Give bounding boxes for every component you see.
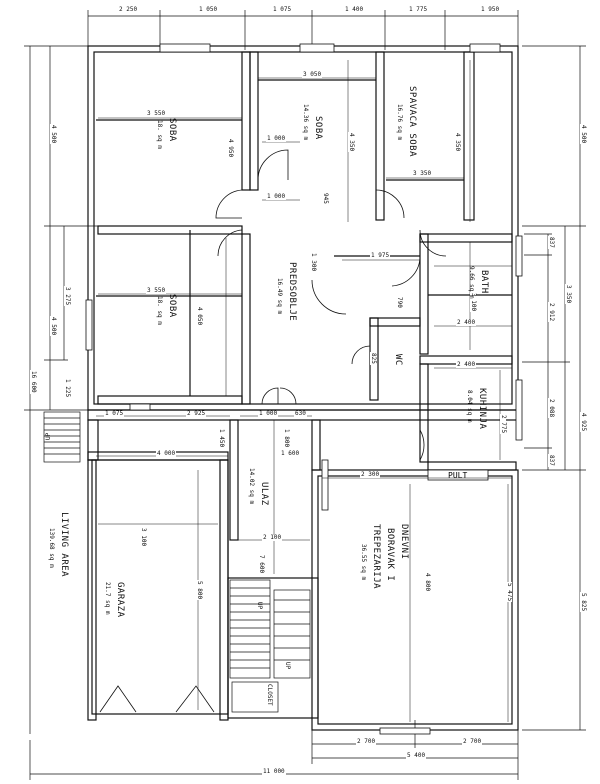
room-wc-name: WC [393,354,403,366]
dim-top-6: 1 950 [480,6,501,13]
dim-right-8: 837 [548,454,555,467]
room-predsoblje-name: PREDSOBLJE [287,262,297,322]
dim-top-4: 1 400 [344,6,365,13]
dim-right-3: 2 912 [548,302,555,323]
dim-left-4: 1 225 [64,378,71,399]
dim-gar-w: 3 100 [140,527,147,548]
room-soba-3-name: SOBA [167,294,177,318]
room-bath-name: BATH [479,270,489,294]
room-soba-1-name: SOBA [167,118,177,142]
dim-ulaz-a: 1 450 [218,428,225,449]
dim-soba3-w: 3 550 [146,287,167,294]
dim-soba2-w2: 1 000 [266,193,287,200]
dim-right-4: 3 350 [565,284,572,305]
dim-pred-a: 1 300 [310,252,317,273]
dim-soba2-h: 4 350 [348,132,355,153]
dim-corr-c: 1 000 [258,410,279,417]
dim-dn-h: 4 800 [424,572,431,593]
doors [99,149,447,713]
dim-right-6: 2 775 [500,414,507,435]
room-dnevni-area: 36.55 sq m [360,544,367,581]
room-kuhinja-area: 8.04 sq m [466,390,473,423]
dim-top-2: 1 050 [198,6,219,13]
dim-kuh-w: 2 400 [456,361,477,368]
dim-soba1-h: 4 950 [227,138,234,159]
room-soba-2-name: SOBA [313,116,323,140]
dim-ulaz-b: 1 800 [283,428,290,449]
dim-ulaz-c: 1 600 [280,450,301,457]
dim-bottom-4: 11 000 [262,768,286,775]
dim-right-7: 4 925 [580,412,587,433]
dim-top-1: 2 250 [118,6,139,13]
stair-up-label-3: UP [284,662,291,670]
dim-ulaz-w: 2 100 [262,534,283,541]
room-spavaca-area: 16.76 sq m [396,104,403,141]
dim-corr-d: 630 [294,410,307,417]
dim-top-3: 1 075 [272,6,293,13]
dim-right-9: 5 825 [580,592,587,613]
dim-wc-w: 825 [370,352,377,365]
dim-pred-b: 1 975 [370,252,391,259]
dim-dn-w: 2 300 [360,471,381,478]
room-dnevni-line1: DNEVNI [399,524,409,560]
pult-label: PULT [448,471,468,480]
dim-left-2: 3 275 [64,286,71,307]
dim-soba2-s: 945 [322,192,329,205]
living-area-name: LIVING AREA [59,512,69,578]
dim-right-5: 2 088 [548,398,555,419]
dim-left-1: 4 500 [50,124,57,145]
windows [85,43,523,735]
dim-top-5: 1 775 [408,6,429,13]
interior-dimension-lines [96,60,512,722]
room-ulaz-name: ULAZ [259,482,269,506]
dim-right-1: 4 500 [580,124,587,145]
dim-bottom-2: 2 700 [462,738,483,745]
dim-soba2-w1: 1 000 [266,135,287,142]
room-dnevni-line3: TREPEZARIJA [371,524,381,590]
dim-spavaca-w: 4 350 [454,132,461,153]
room-soba-3-area: 18. sq m [156,296,163,325]
room-garaza-area: 21.7 sq m [104,582,111,615]
room-bath-area: 9.66 sq m [468,266,475,299]
dim-corr-b: 2 925 [186,410,207,417]
room-soba-1-area: 18. sq m [156,120,163,149]
dim-spavaca-w2: 3 350 [412,170,433,177]
dim-ulaz-h: 7 600 [258,554,265,575]
dim-corr-a: 1 075 [104,410,125,417]
room-garaza-name: GARAZA [115,582,125,618]
dim-soba1-w: 3 550 [146,110,167,117]
room-ulaz-area: 14.02 sq m [248,468,255,505]
dim-left-5: 16 600 [30,370,37,394]
room-predsoblje-area: 16.49 sq m [276,278,283,315]
living-area-value: 139.68 sq m [48,528,55,568]
room-dnevni-line2: BORAVAK I [385,528,395,582]
dim-garaza-w1: 4 000 [156,450,177,457]
room-kuhinja-name: KUHINJA [477,388,487,430]
dim-soba2-w: 3 050 [302,71,323,78]
dim-bottom-1: 2 700 [356,738,377,745]
dim-bottom-3: 5 400 [406,752,427,759]
dim-gar-h: 5 800 [196,580,203,601]
dim-pred-d: 790 [396,296,403,309]
closet-label: CLOSET [266,684,273,706]
dim-soba3-h: 4 050 [196,306,203,327]
stair-up-label-2: UP [256,602,263,610]
dim-bath-w: 2 400 [456,319,477,326]
staircase [43,411,311,713]
dim-dn-h2: 5 475 [506,582,513,603]
room-spavaca-name: SPAVACA SOBA [407,86,417,158]
dim-left-3: 4 500 [50,316,57,337]
room-soba-2-area: 14.36 sq m [302,104,309,141]
stair-up-label-1: UP [45,432,52,440]
dim-right-2: 837 [548,236,555,249]
